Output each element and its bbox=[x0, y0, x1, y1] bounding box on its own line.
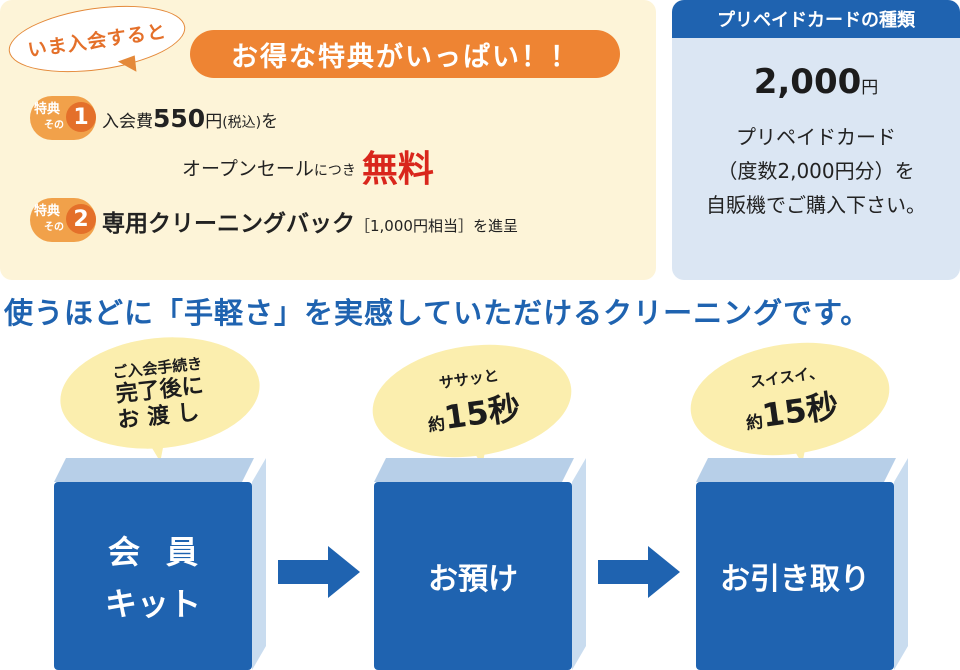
step-3-box: お引き取り bbox=[696, 458, 908, 670]
step-3-box-label: お引き取り bbox=[720, 562, 870, 597]
perk-2-badge: 特典 その 2 bbox=[30, 198, 96, 242]
prepaid-card-description: プリペイドカード （度数2,000円分）を 自販機でご購入下さい。 bbox=[672, 120, 960, 222]
perk-2-item: 専用クリーニングバック bbox=[102, 211, 355, 237]
step-2-box-label: お預け bbox=[428, 562, 518, 597]
arrow-1-head bbox=[328, 546, 360, 598]
arrow-1-shaft bbox=[278, 560, 330, 584]
perk-2-line: 専用クリーニングバック［1,000円相当］を進呈 bbox=[102, 204, 518, 238]
perk-2-value: ［1,000円相当］ bbox=[355, 217, 473, 235]
perk-1-badge-sub: その bbox=[44, 120, 64, 131]
step-3-box-top bbox=[696, 458, 896, 482]
perk-2-badge-sub: その bbox=[44, 222, 64, 233]
prepaid-price-unit: 円 bbox=[861, 78, 879, 98]
step-arrow-right-icon bbox=[278, 546, 360, 598]
arrow-2-head bbox=[648, 546, 680, 598]
prepaid-card-price: 2,000円 bbox=[672, 62, 960, 102]
tagline: 使うほどに「手軽さ」を実感していただけるクリーニングです。 bbox=[4, 296, 871, 330]
step-1-box-line-1: 会員 bbox=[107, 533, 224, 571]
step-3-box-side bbox=[894, 458, 908, 670]
prepaid-price-value: 2,000 bbox=[753, 62, 862, 102]
prepaid-card-title: プリペイドカードの種類 bbox=[672, 0, 960, 38]
step-1-box: 会員 キット bbox=[54, 458, 266, 670]
step-2-bubble-time: 15秒 bbox=[441, 388, 523, 437]
step-3-bubble-time: 15秒 bbox=[759, 386, 841, 435]
perk-1-badge: 特典 その 1 bbox=[30, 96, 96, 140]
perk-1-prefix: 入会費 bbox=[102, 112, 153, 132]
benefits-panel: いま入会すると お得な特典がいっぱい！！ 特典 その 1 入会費550円(税込)… bbox=[0, 0, 656, 280]
step-2-box-front: お預け bbox=[374, 482, 572, 670]
prepaid-desc-line-3: 自販機でご購入下さい。 bbox=[706, 193, 926, 217]
step-2-box-top bbox=[374, 458, 574, 482]
prepaid-card-panel: プリペイドカードの種類 2,000円 プリペイドカード （度数2,000円分）を… bbox=[672, 0, 960, 280]
perk-1-line2-small: につき bbox=[313, 163, 356, 179]
perk-2-number: 2 bbox=[66, 204, 96, 234]
benefits-headline: お得な特典がいっぱい！！ bbox=[190, 30, 620, 78]
perk-1-tax: (税込) bbox=[222, 115, 262, 131]
perk-1-open-sale: オープンセール bbox=[182, 158, 314, 180]
prepaid-desc-line-2: （度数2,000円分）を bbox=[717, 159, 915, 183]
step-1-box-side bbox=[252, 458, 266, 670]
step-3-box-front: お引き取り bbox=[696, 482, 894, 670]
prepaid-desc-line-1: プリペイドカード bbox=[736, 125, 896, 149]
step-1-box-top bbox=[54, 458, 254, 482]
benefits-headline-text: お得な特典がいっぱい！！ bbox=[231, 41, 579, 73]
perk-1-badge-label: 特典 bbox=[34, 102, 61, 117]
perk-1-amount: 550 bbox=[153, 104, 206, 133]
step-2-bubble-line-2: 約15秒 bbox=[424, 382, 523, 441]
perk-2-suffix: を進呈 bbox=[472, 217, 518, 235]
step-arrow-right-icon bbox=[598, 546, 680, 598]
perk-1-number: 1 bbox=[66, 102, 96, 132]
join-now-bubble: いま入会すると bbox=[4, 0, 190, 83]
arrow-2-shaft bbox=[598, 560, 650, 584]
join-now-text: いま入会すると bbox=[26, 19, 169, 62]
perk-1-free: 無料 bbox=[361, 149, 434, 190]
perk-2-badge-label: 特典 bbox=[34, 204, 61, 219]
step-2-box: お預け bbox=[374, 458, 586, 670]
perk-1-suffix: を bbox=[261, 112, 279, 132]
step-1-box-line-2: キット bbox=[104, 585, 201, 623]
step-2-box-side bbox=[572, 458, 586, 670]
step-1-box-front: 会員 キット bbox=[54, 482, 252, 670]
perk-1-line-2: オープンセールにつき 無料 bbox=[182, 140, 434, 192]
perk-1-unit: 円 bbox=[205, 112, 223, 132]
perk-1-line-1: 入会費550円(税込)を bbox=[102, 104, 278, 133]
